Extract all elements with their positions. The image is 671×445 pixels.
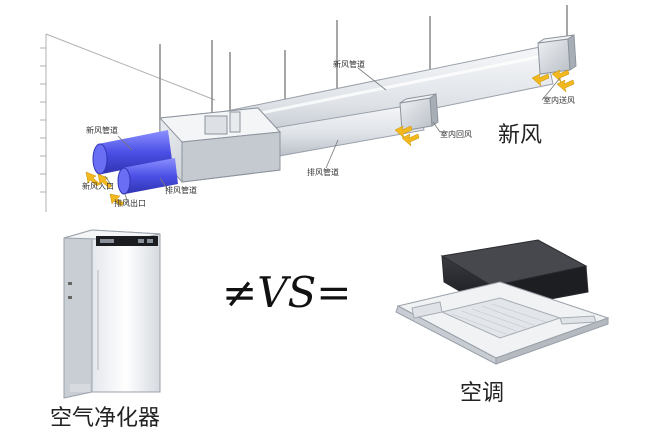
comparison-symbol: ≠VS= xyxy=(222,268,352,317)
label-exhaust-duct-mid: 排风管道 xyxy=(307,168,339,177)
return-air-box xyxy=(399,93,439,132)
airflow-arrows xyxy=(85,69,575,207)
air-purifier xyxy=(63,229,161,399)
cassette-air-conditioner xyxy=(395,239,610,365)
ceiling-scale xyxy=(40,33,216,212)
air-conditioner-caption: 空调 xyxy=(460,381,505,406)
label-fresh-air-duct-left: 新风管道 xyxy=(86,126,118,135)
label-indoor-return-air: 室内回风 xyxy=(440,130,472,139)
exhaust-outlet-duct xyxy=(117,158,178,195)
label-exhaust-duct-left: 排风管道 xyxy=(165,186,197,195)
air-purifier-caption: 空气净化器 xyxy=(50,406,161,431)
ventilation-unit xyxy=(158,107,282,183)
leader-lines xyxy=(104,67,561,204)
fresh-air-title: 新风 xyxy=(498,123,543,148)
supply-air-box xyxy=(537,34,577,75)
label-fresh-air-duct-top: 新风管道 xyxy=(333,60,365,69)
label-indoor-supply-air: 室内送风 xyxy=(543,96,575,105)
label-fresh-air-inlet: 新风入口 xyxy=(82,182,114,191)
label-exhaust-outlet: 排风出口 xyxy=(114,199,146,208)
